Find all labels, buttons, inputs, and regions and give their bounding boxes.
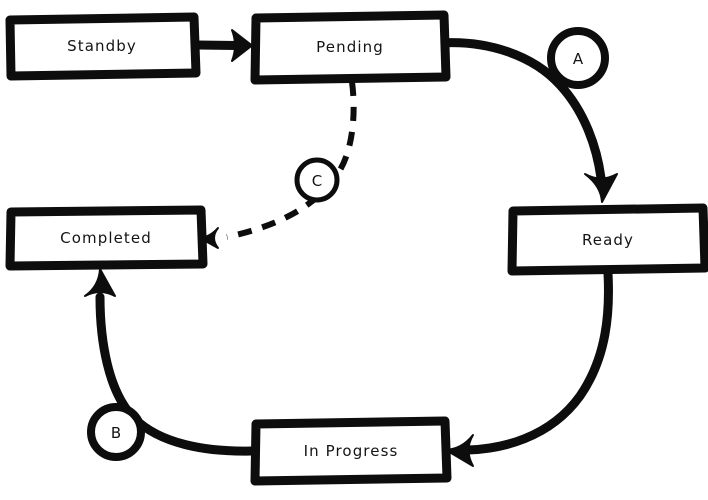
node-label: Standby bbox=[67, 37, 137, 55]
node-label: Pending bbox=[316, 38, 384, 56]
node-box bbox=[507, 203, 708, 276]
node-label: In Progress bbox=[304, 442, 399, 460]
node-box bbox=[5, 205, 208, 271]
edge-pending-to-completed[interactable] bbox=[199, 81, 357, 249]
badge-c[interactable]: C bbox=[294, 157, 340, 203]
node-label: Ready bbox=[582, 231, 634, 249]
edge-line bbox=[196, 40, 237, 50]
badge-circle bbox=[294, 157, 340, 203]
edge-ready-to-inprogress[interactable] bbox=[445, 268, 613, 467]
badge-circle bbox=[87, 403, 145, 461]
edge-curve-dashed bbox=[226, 81, 357, 240]
badge-a[interactable]: A bbox=[547, 27, 609, 89]
badge-circle bbox=[547, 27, 609, 89]
arrowhead-down-icon bbox=[584, 173, 618, 203]
node-pending[interactable]: Pending bbox=[250, 10, 451, 85]
node-completed[interactable]: Completed bbox=[5, 205, 208, 271]
node-standby[interactable]: Standby bbox=[5, 12, 201, 81]
node-box bbox=[5, 12, 201, 81]
badge-label: A bbox=[573, 50, 584, 68]
node-in-progress[interactable]: In Progress bbox=[250, 416, 452, 486]
arrowhead-left-icon bbox=[199, 227, 219, 249]
node-box bbox=[250, 10, 451, 85]
arrowhead-right-icon bbox=[231, 29, 253, 62]
badge-b[interactable]: B bbox=[87, 403, 145, 461]
edge-standby-to-pending[interactable] bbox=[196, 29, 253, 62]
node-ready[interactable]: Ready bbox=[507, 203, 708, 276]
arrowhead-up-icon bbox=[84, 268, 116, 297]
arrowhead-left-icon bbox=[445, 434, 474, 467]
node-box bbox=[250, 416, 452, 486]
badge-label: C bbox=[312, 172, 322, 190]
node-label: Completed bbox=[60, 229, 152, 247]
edge-curve bbox=[435, 38, 606, 183]
edge-pending-to-ready[interactable] bbox=[435, 38, 618, 203]
badge-label: B bbox=[111, 424, 121, 442]
edge-curve bbox=[463, 268, 613, 455]
